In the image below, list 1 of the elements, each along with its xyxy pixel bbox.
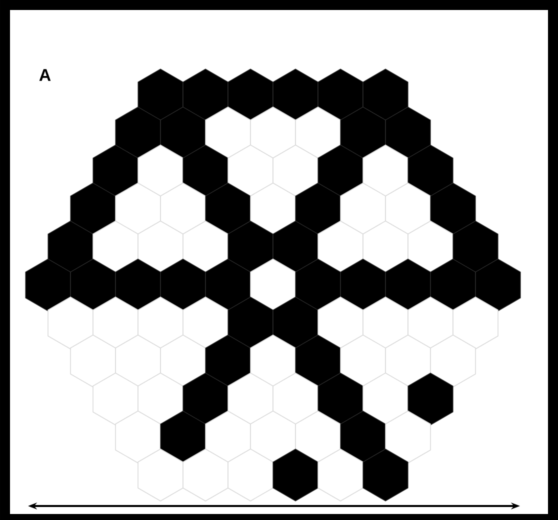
panel-label: A (39, 69, 51, 81)
